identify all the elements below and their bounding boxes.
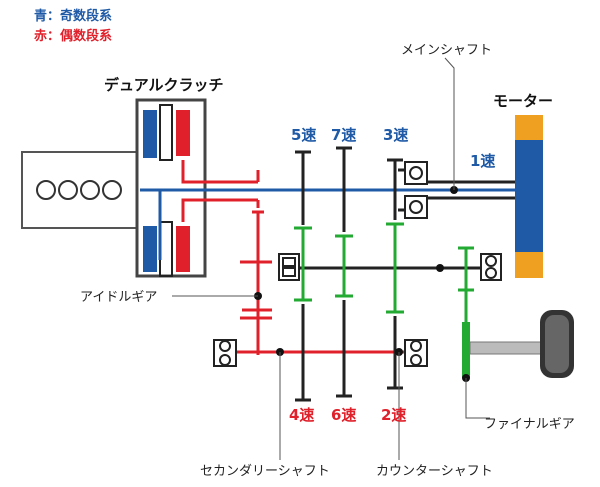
motor-unit: モーター [493, 92, 553, 278]
dual-clutch-unit: デュアルクラッチ [104, 76, 224, 278]
final-gear [458, 246, 549, 378]
gear-2-label: 2速 [381, 406, 406, 424]
gear-5-label: 5速 [291, 126, 316, 144]
wheel-icon [540, 310, 574, 378]
odd-clutch-upper [143, 110, 157, 158]
counter-shaft-label: カウンターシャフト [376, 464, 493, 479]
engine-block [21, 151, 141, 229]
engine-cylinders [36, 180, 122, 200]
gear-3-label: 3速 [383, 126, 408, 144]
motor-label: モーター [493, 92, 553, 110]
gear-4-label: 4速 [289, 406, 314, 424]
final-gear-label: ファイナルギア [484, 417, 575, 432]
gear-7 [335, 146, 353, 298]
legend-odd: 青：奇数段系 [34, 8, 112, 24]
gear-4 [295, 304, 311, 402]
even-clutch-lower [176, 226, 190, 272]
gear-6-label: 6速 [331, 406, 356, 424]
bearing-icon [213, 161, 502, 367]
dual-clutch-label: デュアルクラッチ [104, 76, 224, 94]
gear-1-label: 1速 [470, 152, 495, 170]
gear-6 [336, 300, 352, 398]
gear-5 [294, 150, 312, 302]
gear-7-label: 7速 [331, 126, 356, 144]
gear-3 [386, 158, 404, 314]
odd-clutch-lower [143, 226, 157, 272]
even-clutch-upper [176, 110, 190, 156]
legend-even: 赤：偶数段系 [34, 28, 112, 44]
main-shaft-label: メインシャフト [401, 43, 492, 58]
secondary-shaft-label: セカンダリーシャフト [200, 464, 330, 479]
idle-gear-label: アイドルギア [80, 290, 157, 305]
